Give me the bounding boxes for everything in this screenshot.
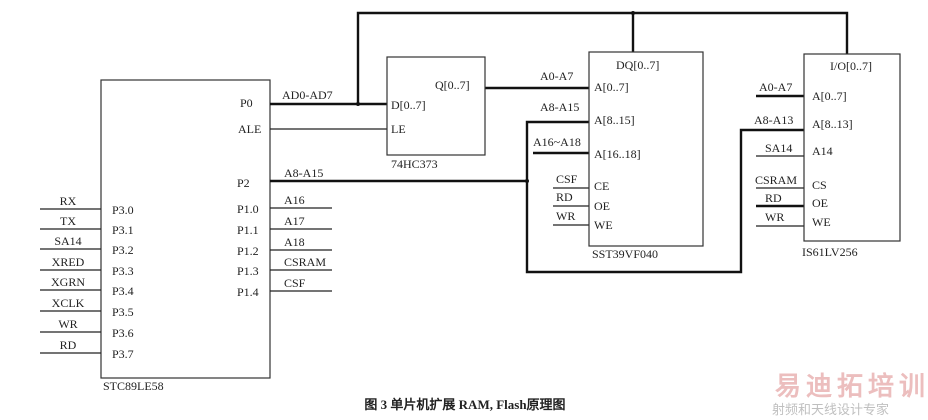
- flash-name: SST39VF040: [592, 247, 658, 261]
- sram-is61lv256: I/O[0..7] IS61LV256 A[0..7] A0-A7A[8..13]…: [754, 53, 901, 259]
- latch-74hc373: Q[0..7] D[0..7] LE 74HC373: [386, 56, 486, 171]
- pin-label: P1.2: [237, 244, 259, 258]
- sram-name: IS61LV256: [802, 245, 858, 259]
- signal-label: RD: [765, 191, 782, 205]
- signal-label: SA14: [765, 141, 792, 155]
- pin-p2: P2: [237, 176, 250, 190]
- pin-le: LE: [391, 122, 406, 136]
- pin-label: P3.1: [112, 223, 134, 237]
- pin-d: D[0..7]: [391, 98, 426, 112]
- signal-label: CSF: [556, 172, 578, 186]
- wires: [270, 11, 849, 274]
- signal-label: A8-A13: [754, 113, 793, 127]
- pin-q: Q[0..7]: [435, 78, 470, 92]
- signal-label: RX: [60, 194, 77, 208]
- signal-label: A18: [284, 235, 305, 249]
- pin-p0: P0: [240, 96, 253, 110]
- pin-label: P3.7: [112, 347, 134, 361]
- signal-ad0-ad7: AD0-AD7: [282, 88, 333, 102]
- pin-label: CE: [594, 179, 609, 193]
- pin-label: P1.1: [237, 223, 259, 237]
- pin-label: A14: [812, 144, 833, 158]
- pin-label: A[0..7]: [594, 80, 629, 94]
- signal-label: CSRAM: [284, 255, 326, 269]
- pin-label: A[0..7]: [812, 89, 847, 103]
- pin-label: P3.3: [112, 264, 134, 278]
- pin-label: A[8..13]: [812, 117, 853, 131]
- pin-label: P3.5: [112, 305, 134, 319]
- pin-label: P3.2: [112, 243, 134, 257]
- signal-label: RD: [556, 190, 573, 204]
- pin-label: A[16..18]: [594, 147, 641, 161]
- mcu-name: STC89LE58: [103, 379, 164, 393]
- signal-a8-a15: A8-A15: [284, 166, 323, 180]
- signal-label: WR: [765, 210, 784, 224]
- pin-dq: DQ[0..7]: [616, 58, 659, 72]
- signal-label: SA14: [54, 234, 81, 248]
- svg-text:射频和天线设计专家: 射频和天线设计专家: [772, 402, 889, 418]
- pin-label: CS: [812, 178, 827, 192]
- pin-label: WE: [594, 218, 613, 232]
- signal-label: A0-A7: [759, 80, 792, 94]
- flash-sst39vf040: DQ[0..7] SST39VF040 A[0..7] A0-A7A[8..15]…: [533, 51, 704, 261]
- pin-io: I/O[0..7]: [830, 59, 872, 73]
- signal-label: XCLK: [52, 296, 85, 310]
- pin-label: OE: [594, 199, 610, 213]
- pin-label: A[8..15]: [594, 113, 635, 127]
- pin-label: P1.0: [237, 202, 259, 216]
- pin-label: P3.6: [112, 326, 134, 340]
- signal-label: TX: [60, 214, 76, 228]
- signal-label: A8-A15: [540, 100, 579, 114]
- signal-label: CSRAM: [755, 173, 797, 187]
- pin-label: WE: [812, 215, 831, 229]
- pin-label: OE: [812, 196, 828, 210]
- signal-label: WR: [58, 317, 77, 331]
- signal-label: A17: [284, 214, 305, 228]
- svg-text:易迪拓培训: 易迪拓培训: [775, 372, 925, 402]
- signal-label: A16: [284, 193, 305, 207]
- pin-label: P3.4: [112, 284, 134, 298]
- pin-ale: ALE: [238, 122, 261, 136]
- pin-label: P1.3: [237, 264, 259, 278]
- signal-label: XRED: [52, 255, 85, 269]
- signal-label: CSF: [284, 276, 306, 290]
- signal-label: A0-A7: [540, 69, 573, 83]
- signal-label: XGRN: [51, 275, 85, 289]
- signal-label: WR: [556, 209, 575, 223]
- figure-caption: 图 3 单片机扩展 RAM, Flash原理图: [364, 397, 565, 412]
- signal-label: A16~A18: [533, 135, 581, 149]
- pin-label: P3.0: [112, 203, 134, 217]
- latch-name: 74HC373: [391, 157, 438, 171]
- signal-label: RD: [60, 338, 77, 352]
- watermark-logo: 易迪拓培训 射频和天线设计专家: [772, 372, 925, 418]
- pin-label: P1.4: [237, 285, 259, 299]
